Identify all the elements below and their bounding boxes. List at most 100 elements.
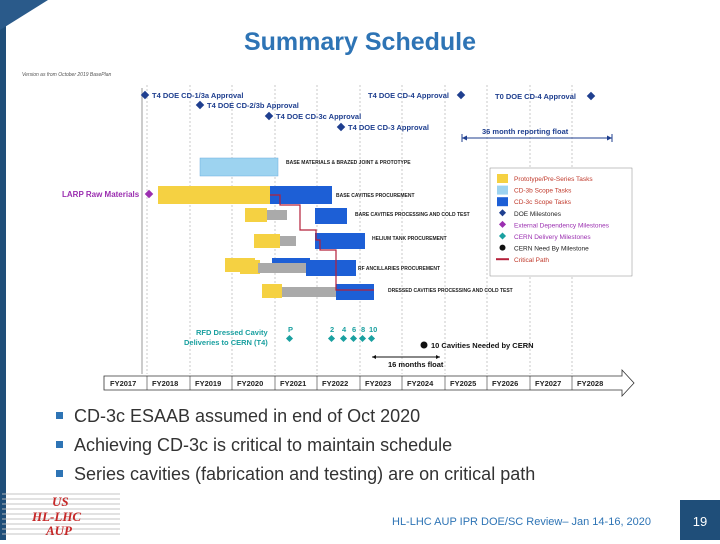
legend-item: CD-3b Scope Tasks: [497, 185, 572, 195]
bar-dressed-gray: [282, 287, 336, 297]
legend-item: CERN Need By Milestone: [499, 244, 589, 253]
year-separators: [146, 376, 573, 390]
us-hl-lhc-aup-logo: US HL-LHC AUP: [2, 493, 120, 538]
reporting-float-label: 36 month reporting float: [482, 127, 569, 136]
bar-rf-yellow: [240, 260, 260, 274]
milestone-t0-cd4: T0 DOE CD-4 Approval: [495, 91, 596, 101]
year-label-2020: FY2020: [237, 379, 263, 388]
gantt-chart: T4 DOE CD-1/3a Approval T4 DOE CD-2/3b A…: [62, 85, 635, 398]
legend-swatch: [497, 185, 508, 195]
year-label-2021: FY2021: [280, 379, 306, 388]
legend-item: DOE Milestones: [498, 209, 562, 218]
milestone-cd3: T4 DOE CD-3 Approval: [336, 122, 429, 132]
bullet-square-icon: [56, 412, 63, 419]
rfd-label-1: RFD Dressed Cavity: [196, 328, 269, 337]
legend-label: External Dependency Milestones: [514, 222, 610, 229]
year-label-2019: FY2019: [195, 379, 221, 388]
bar-rf-blue: [306, 260, 356, 276]
legend-label: CD-3c Scope Tasks: [514, 199, 572, 206]
bullet-item: Achieving CD-3c is critical to maintain …: [56, 431, 535, 460]
year-gridlines: [146, 85, 573, 374]
bar-dressed-blue: [336, 284, 374, 300]
delivery-mark-8: 8: [361, 325, 365, 334]
legend-item: CERN Delivery Milestones: [498, 232, 591, 241]
legend-label: CERN Need By Milestone: [514, 246, 589, 253]
version-note: Version as from October 2019 BasePlan: [22, 72, 112, 78]
milestone-t4-cd4-label: T4 DOE CD-4 Approval: [368, 91, 449, 100]
delivery-mark-2: 2: [330, 325, 334, 334]
delivery-mark-p: P: [288, 325, 293, 334]
bar-procure-gray: [267, 210, 287, 220]
bullet-item: Series cavities (fabrication and testing…: [56, 460, 535, 489]
svg-text:AUP: AUP: [45, 523, 73, 538]
legend-label: Prototype/Pre-Series Tasks: [514, 176, 593, 183]
legend-item: Prototype/Pre-Series Tasks: [497, 174, 593, 183]
milestone-cd3-label: T4 DOE CD-3 Approval: [348, 123, 429, 132]
legend-diamond-icon: [498, 209, 507, 217]
milestone-cd3c-label: T4 DOE CD-3c Approval: [276, 112, 361, 121]
year-label-2026: FY2026: [492, 379, 518, 388]
delivery-mark-10: 10: [369, 325, 377, 334]
left-accent-bar: [0, 0, 6, 540]
task-label-dressed: DRESSED CAVITIES PROCESSING AND COLD TES…: [388, 288, 513, 294]
legend-label: Critical Path: [514, 257, 549, 264]
rfd-label-2: Deliveries to CERN (T4): [184, 338, 268, 347]
year-label-2024: FY2024: [407, 379, 434, 388]
year-label-2017: FY2017: [110, 379, 136, 388]
bar-process-gray: [280, 236, 296, 246]
bar-larp-yellow: [158, 186, 270, 204]
bar-rf-gray: [258, 263, 306, 273]
year-label-2028: FY2028: [577, 379, 603, 388]
task-label-helium: HELIUM TANK PROCUREMENT: [372, 236, 447, 242]
bar-process-blue: [315, 233, 365, 249]
bar-process-yellow: [254, 234, 280, 248]
bar-procure-blue: [315, 208, 347, 224]
timeline-axis: [103, 368, 635, 398]
delivery-mark-4: 4: [342, 325, 347, 334]
bar-base-materials-prototype: [199, 157, 279, 177]
year-label-2023: FY2023: [365, 379, 391, 388]
cern-need-label: 10 Cavities Needed by CERN: [431, 341, 534, 350]
year-label-2022: FY2022: [322, 379, 348, 388]
task-label-bare-cavities: BARE CAVITIES PROCESSING AND COLD TEST: [355, 212, 470, 218]
critical-path-line: [270, 194, 374, 291]
year-label-2018: FY2018: [152, 379, 178, 388]
legend-label: CD-3b Scope Tasks: [514, 188, 572, 195]
year-label-2027: FY2027: [535, 379, 561, 388]
milestone-cd2-label: T4 DOE CD-2/3b Approval: [207, 101, 299, 110]
float-16-label: 16 months float: [388, 360, 444, 369]
svg-text:US: US: [52, 494, 69, 509]
bullet-square-icon: [56, 441, 63, 448]
milestone-t4-cd4: T4 DOE CD-4 Approval: [368, 90, 466, 100]
delivery-marks: P 2 4 6 8 10: [288, 325, 377, 334]
delivery-diamonds: [285, 334, 376, 343]
milestone-t0-cd4-label: T0 DOE CD-4 Approval: [495, 92, 576, 101]
bar-procure-yellow: [245, 208, 267, 222]
svg-text:HL-LHC: HL-LHC: [31, 509, 81, 524]
legend-label: CERN Delivery Milestones: [514, 234, 591, 241]
task-label-rf: RF ANCILLARIES PROCUREMENT: [358, 266, 440, 272]
footer-text: HL-LHC AUP IPR DOE/SC Review– Jan 14-16,…: [392, 516, 652, 528]
larp-raw-materials-label: LARP Raw Materials: [62, 190, 140, 199]
legend-diamond-icon: [498, 220, 507, 228]
cern-need-circle: [420, 341, 428, 349]
milestone-cd1-label: T4 DOE CD-1/3a Approval: [152, 91, 243, 100]
bullet-square-icon: [56, 470, 63, 477]
bullet-list: CD-3c ESAAB assumed in end of Oct 2020 A…: [56, 402, 535, 489]
bar-dressed-yellow: [262, 284, 282, 298]
bullet-item: CD-3c ESAAB assumed in end of Oct 2020: [56, 402, 535, 431]
larp-diamond: [144, 189, 154, 199]
task-bars: [158, 157, 374, 300]
delivery-mark-6: 6: [352, 325, 356, 334]
legend-item: External Dependency Milestones: [498, 220, 610, 229]
legend-item: Critical Path: [496, 257, 549, 264]
legend-circle-icon: [499, 244, 506, 251]
legend-label: DOE Milestones: [514, 211, 562, 218]
legend-item: CD-3c Scope Tasks: [497, 197, 572, 207]
year-labels: FY2017 FY2018 FY2019 FY2020 FY2021 FY202…: [110, 379, 603, 388]
milestone-cd2: T4 DOE CD-2/3b Approval: [195, 100, 299, 110]
slide-title: Summary Schedule: [243, 28, 477, 56]
legend-diamond-icon: [498, 232, 507, 240]
task-label-base-materials: BASE MATERIALS & BRAZED JOINT & PROTOTYP…: [286, 160, 411, 166]
